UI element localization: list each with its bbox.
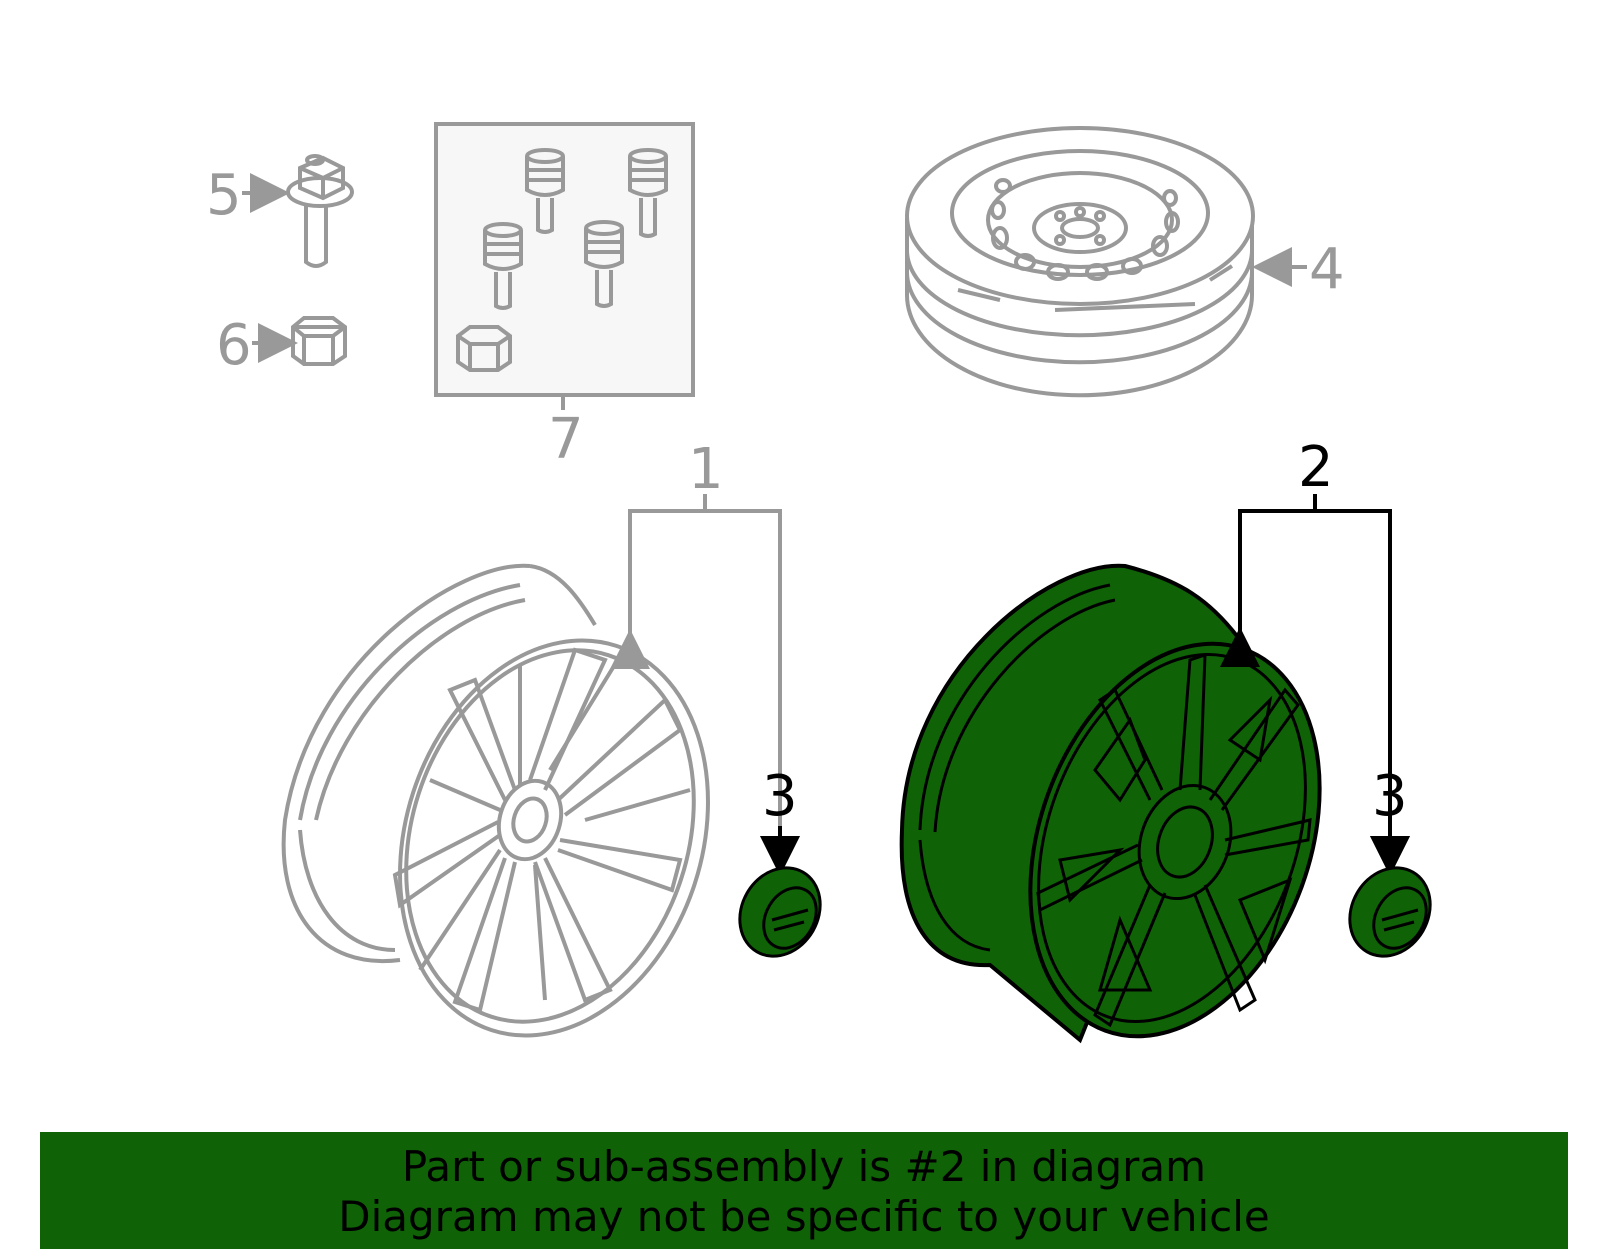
callout-6: 6 [216, 313, 252, 378]
wheel-highlighted-icon [899, 563, 1322, 1044]
callout-5: 5 [206, 163, 242, 228]
banner-line-2: Diagram may not be specific to your vehi… [338, 1192, 1270, 1241]
callout-3-left: 3 [762, 764, 798, 829]
lug-nut-icon [291, 316, 347, 366]
info-banner: Part or sub-assembly is #2 in diagram Di… [40, 1132, 1568, 1249]
center-cap-right-icon [1348, 866, 1432, 958]
callout-7: 7 [548, 407, 584, 472]
callout-1: 1 [688, 437, 724, 502]
spare-wheel-icon [905, 126, 1255, 398]
lug-bolt-icon [286, 154, 354, 268]
callout-2: 2 [1298, 435, 1334, 500]
center-cap-left-icon [738, 866, 822, 958]
banner-line-1: Part or sub-assembly is #2 in diagram [401, 1142, 1207, 1191]
wheel-outline-icon [281, 563, 710, 1038]
lock-kit-icon [434, 122, 695, 397]
callout-3-right: 3 [1372, 764, 1408, 829]
callout-4: 4 [1309, 237, 1345, 302]
